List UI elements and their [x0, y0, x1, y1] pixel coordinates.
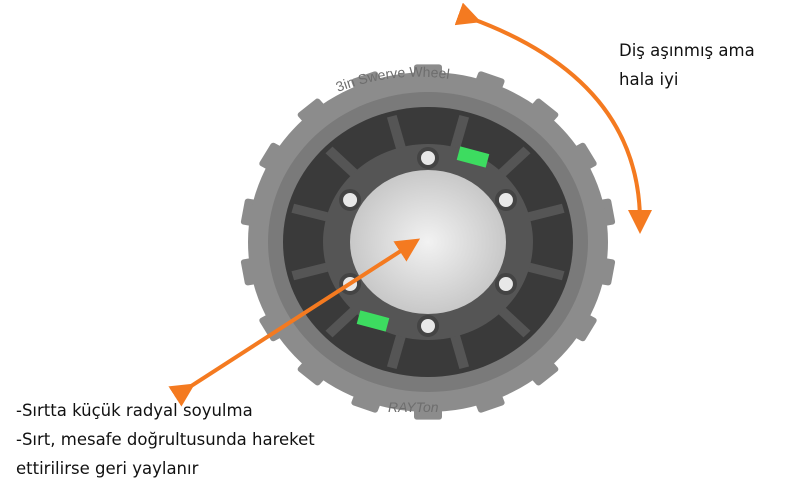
bolt-hole: [339, 189, 362, 211]
spoke: [386, 115, 407, 154]
spoke: [523, 261, 565, 281]
annotation-line: -Sırtta küçük radyal soyulma: [16, 401, 253, 420]
spoke: [449, 330, 470, 369]
annotation-left: -Sırtta küçük radyal soyulma -Sırt, mesa…: [16, 396, 315, 483]
annotation-line: ettirilirse geri yaylanır: [16, 459, 199, 478]
arrow-radial: [168, 238, 421, 407]
annotation-line: hala iyi: [619, 70, 679, 89]
spoke: [495, 304, 531, 338]
bolt-hole: [494, 273, 517, 295]
wheel: 3in Swerve Wheel RAYTon: [240, 64, 616, 420]
wheel-hub: [350, 170, 506, 314]
annotation-line: -Sırt, mesafe doğrultusunda hareket: [16, 430, 315, 449]
bolt-hole: [494, 189, 517, 211]
spoke: [325, 146, 361, 180]
bolt-hole: [417, 147, 439, 169]
annotation-line: Diş aşınmış ama: [619, 41, 755, 60]
annotation-right: Diş aşınmış ama hala iyi: [619, 36, 755, 94]
arrow-teeth-curved: [454, 2, 652, 234]
wheel-marking-bottom: RAYTon: [388, 399, 439, 415]
bolt-hole: [417, 315, 439, 337]
spoke: [291, 203, 333, 223]
